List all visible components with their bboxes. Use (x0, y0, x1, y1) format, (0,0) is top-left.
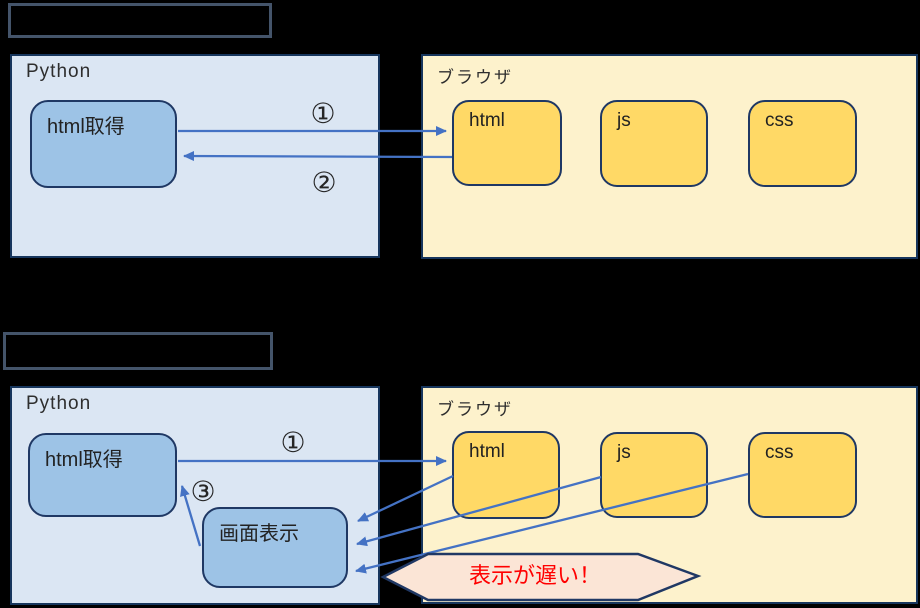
step-1-circle-bottom: ① (280, 427, 306, 458)
screen-display-node: 画面表示 (202, 507, 348, 588)
arrow-step3 (180, 485, 202, 547)
python-panel-label: Python (26, 61, 92, 82)
arrow-css-to-display (355, 472, 749, 574)
arrow-response-top (183, 151, 453, 162)
js-node-top: js (600, 100, 708, 187)
css-node-bottom: css (748, 432, 857, 518)
step-2-circle-top: ② (311, 167, 337, 198)
html-get-node-bottom: html取得 (28, 433, 177, 517)
html-get-node-top: html取得 (30, 100, 177, 188)
html-node-bottom: html (452, 431, 560, 519)
js-node-bottom: js (600, 432, 708, 518)
python-panel-label: Python (26, 393, 92, 414)
browser-panel-label: ブラウザ (437, 68, 513, 87)
html-node-top: html (452, 100, 562, 186)
arrow-js-to-display (356, 475, 602, 547)
css-node-top: css (748, 100, 857, 187)
browser-panel-label: ブラウザ (437, 400, 513, 419)
callout-hexagon-shape (380, 552, 702, 602)
step-1-circle-top: ① (310, 98, 336, 129)
title-box-bottom (3, 332, 273, 370)
title-box-top (8, 3, 272, 38)
arrow-html-to-display (357, 474, 454, 523)
callout-text: 表示が遅い！ (468, 563, 601, 588)
step-3-circle-bottom: ③ (190, 476, 216, 507)
slow-display-callout: 表示が遅い！ (380, 551, 702, 603)
